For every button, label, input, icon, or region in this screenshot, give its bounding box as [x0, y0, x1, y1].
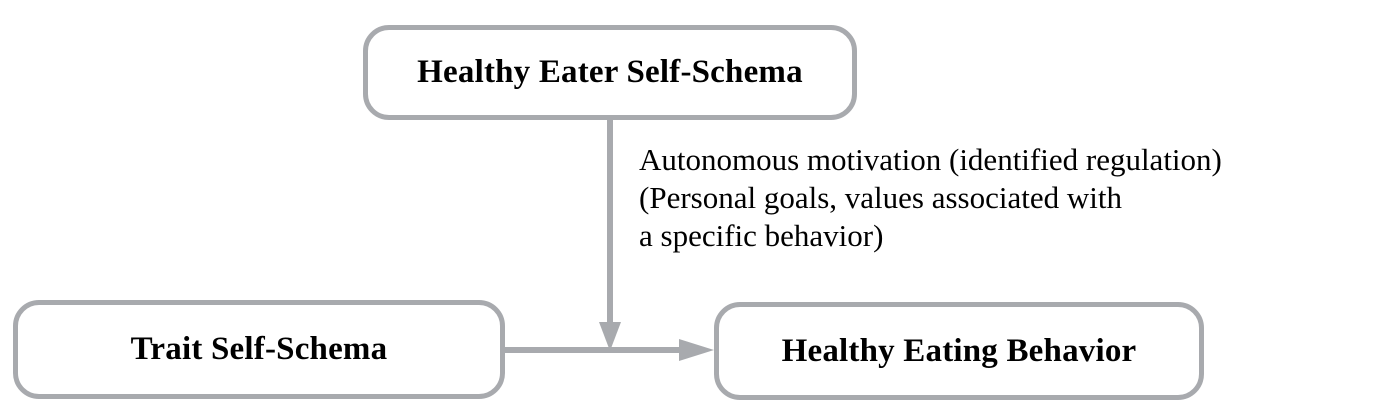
box-healthy-eater-self-schema-label: Healthy Eater Self-Schema [417, 54, 803, 90]
vertical-arrow-head-icon [599, 322, 621, 351]
annotation-line-1: Autonomous motivation (identified regula… [639, 142, 1222, 177]
horizontal-arrow [505, 339, 714, 361]
vertical-arrow [599, 120, 621, 351]
box-trait-self-schema[interactable]: Trait Self-Schema [13, 300, 505, 399]
box-healthy-eating-behavior-label: Healthy Eating Behavior [781, 332, 1137, 369]
box-healthy-eater-self-schema[interactable]: Healthy Eater Self-Schema [363, 25, 857, 120]
annotation-line-3: a specific behavior) [639, 218, 884, 253]
annotation-block: Autonomous motivation (identified regula… [639, 141, 1391, 255]
horizontal-arrow-head-icon [679, 339, 714, 361]
annotation-line-2: (Personal goals, values associated with [639, 180, 1122, 215]
box-healthy-eating-behavior[interactable]: Healthy Eating Behavior [714, 302, 1204, 400]
box-trait-self-schema-label: Trait Self-Schema [130, 331, 388, 367]
